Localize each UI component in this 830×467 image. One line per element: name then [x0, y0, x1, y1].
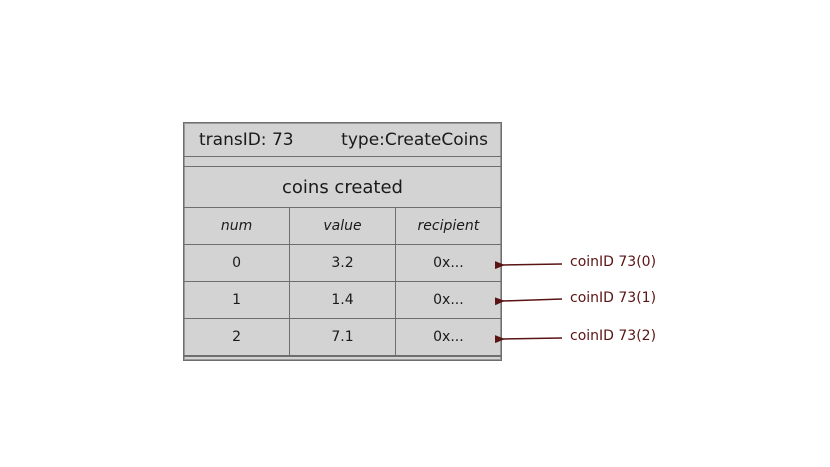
table-row: 2 7.1 0x... — [184, 318, 501, 356]
coins-created-title: coins created — [184, 167, 501, 208]
cell-value: 7.1 — [289, 318, 396, 356]
column-header-num: num — [184, 208, 291, 245]
coin-id-label-0: coinID 73(0) — [570, 254, 657, 270]
arrow-coin-1 — [494, 297, 563, 306]
header-separator — [184, 157, 501, 167]
cell-value: 3.2 — [289, 244, 396, 282]
cell-num: 2 — [184, 318, 291, 356]
coin-id-label-1: coinID 73(1) — [570, 290, 657, 306]
column-header-value: value — [289, 208, 396, 245]
arrow-coin-2 — [494, 335, 563, 344]
cell-recipient: 0x... — [395, 244, 501, 282]
transaction-header: transID: 73 type:CreateCoins — [184, 123, 501, 157]
transaction-box: transID: 73 type:CreateCoins coins creat… — [183, 122, 502, 361]
cell-num: 1 — [184, 281, 291, 319]
trans-type-label: type:CreateCoins — [341, 129, 488, 150]
coins-table: num value recipient 0 3.2 0x... 1 1.4 0x… — [184, 208, 501, 356]
cell-num: 0 — [184, 244, 291, 282]
cell-recipient: 0x... — [395, 318, 501, 356]
arrow-coin-0 — [494, 261, 563, 270]
cell-value: 1.4 — [289, 281, 396, 319]
trans-id-label: transID: 73 — [199, 129, 294, 150]
table-row: 1 1.4 0x... — [184, 281, 501, 319]
cell-recipient: 0x... — [395, 281, 501, 319]
table-row: 0 3.2 0x... — [184, 244, 501, 282]
box-footer-line — [184, 356, 501, 360]
column-header-recipient: recipient — [395, 208, 501, 245]
table-header-row: num value recipient — [184, 208, 501, 245]
coin-id-label-2: coinID 73(2) — [570, 328, 657, 344]
